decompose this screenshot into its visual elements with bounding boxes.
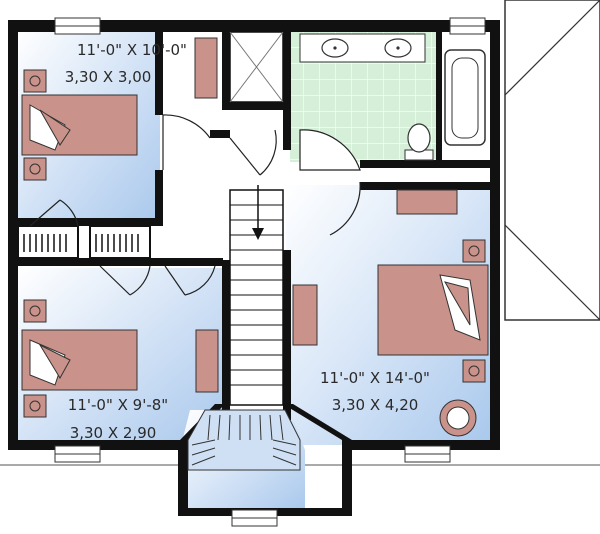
closets <box>17 225 151 259</box>
dresser <box>195 329 219 393</box>
exterior-walls <box>8 20 500 516</box>
dresser <box>396 189 458 215</box>
roof-ridge <box>504 224 600 321</box>
master-bedroom-furniture <box>292 189 489 437</box>
toilet-icon <box>407 123 431 153</box>
room-dimension-metric: 3,30 X 3,00 <box>65 68 152 86</box>
bay-window-seat <box>187 409 301 471</box>
roof-ridge <box>504 0 600 96</box>
room-dimension-imperial: 11'-0" X 9'-8" <box>68 396 168 414</box>
staircase <box>229 185 284 406</box>
side-roof <box>504 0 600 321</box>
doors <box>29 114 361 296</box>
stair-arrow-head <box>252 228 264 240</box>
room-dimension-imperial: 11'-0" X 14'-0" <box>320 369 430 387</box>
bedroom-bottom-left-furniture <box>21 299 219 418</box>
bedroom-top-left-furniture <box>21 37 218 181</box>
bathroom-fixtures <box>299 33 486 161</box>
room-dimension-metric: 3,30 X 4,20 <box>332 396 419 414</box>
dresser <box>292 284 318 346</box>
room-dimension-imperial: 11'-0" X 10'-0" <box>77 41 187 59</box>
dresser <box>194 37 218 99</box>
room-dimension-metric: 3,30 X 2,90 <box>70 424 157 442</box>
bed-sheet-fold <box>29 339 66 386</box>
